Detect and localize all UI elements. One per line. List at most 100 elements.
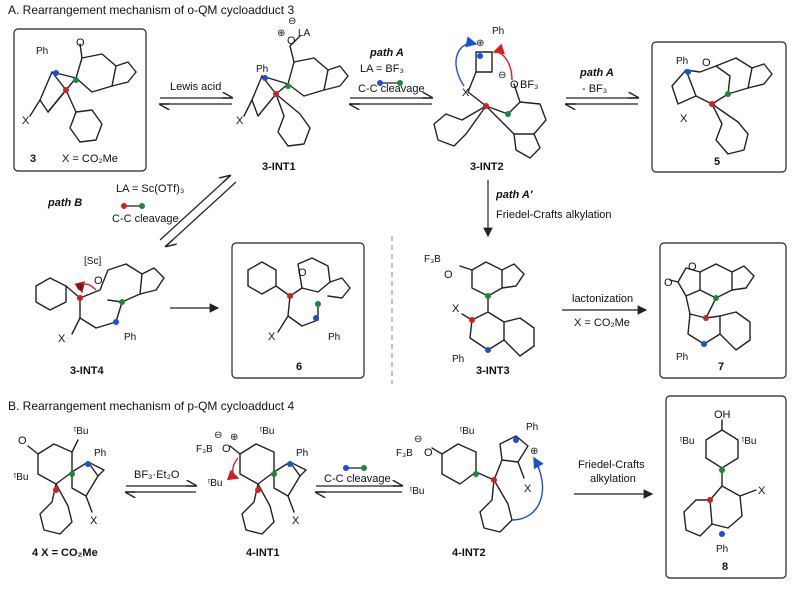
label-minus-bf3: - BF₃: [582, 83, 607, 95]
structure-4-int2: [431, 435, 544, 533]
atom-x-int3: X: [452, 303, 460, 315]
atom-tbu-b-int2b: ᵗBu: [410, 486, 424, 497]
atom-x-3: X: [22, 115, 30, 127]
atom-x-b-int1: X: [292, 515, 300, 527]
atom-ph-8: Ph: [716, 544, 728, 555]
label-lewis-acid: Lewis acid: [170, 81, 221, 93]
atom-f3b-b-int2: F₃B: [396, 448, 413, 459]
section-a-title: A. Rearrangement mechanism of o-QM cyclo…: [8, 3, 294, 17]
atom-x-4: X: [90, 515, 98, 527]
atom-o-4: O: [18, 435, 27, 447]
label-3-int3: 3-INT3: [476, 365, 510, 377]
atom-tbu-4a: ᵗBu: [74, 426, 88, 437]
atom-o-5: O: [702, 57, 711, 69]
atom-tbu-4b: ᵗBu: [14, 472, 28, 483]
label-path-a-prime: path A′: [495, 189, 534, 201]
atom-f3b-int3: F₃B: [424, 254, 441, 265]
label-la-sc: LA = Sc(OTf)₃: [116, 183, 184, 195]
atom-ph-6: Ph: [328, 332, 340, 343]
label-compound-4: 4 X = CO₂Me: [32, 547, 98, 559]
label-fc-line1: Friedel-Crafts: [578, 459, 645, 471]
atom-o-b-int2: O: [424, 447, 433, 459]
label-4-int2: 4-INT2: [452, 547, 486, 559]
label-3-int2: 3-INT2: [470, 161, 504, 173]
atom-o-int4: O: [94, 275, 103, 287]
charge-minus-b-int1: ⊖: [214, 430, 222, 441]
label-friedel: Friedel-Crafts alkylation: [496, 209, 612, 221]
label-cc-cleavage-b: C-C cleavage: [112, 213, 179, 225]
label-3-int1: 3-INT1: [262, 161, 296, 173]
atom-o-7-ring: O: [688, 261, 697, 273]
label-4-int1: 4-INT1: [246, 547, 280, 559]
label-compound-7: 7: [718, 361, 724, 373]
charge-minus-int1: ⊖: [288, 16, 296, 27]
box-compound-5: [651, 41, 787, 173]
label-lactonization: lactonization: [572, 293, 633, 305]
atom-la-int1: LA: [298, 28, 311, 39]
box-compound-3: [13, 28, 147, 172]
atom-ph-5: Ph: [676, 56, 688, 67]
atom-ph-4: Ph: [94, 448, 106, 459]
atom-o-int1: O: [287, 35, 296, 47]
label-path-a-2: path A: [579, 67, 614, 79]
label-fc-line2: alkylation: [590, 473, 636, 485]
atom-sc-int4: [Sc]: [84, 256, 101, 267]
eq-arrow-forward-b: [159, 176, 230, 241]
eq-arrow-back-b: [166, 181, 237, 246]
charge-plus-int4: ⊕: [76, 282, 84, 293]
atom-x-8: X: [758, 485, 766, 497]
atom-oh-8: OH: [714, 409, 731, 421]
atom-o-int3: O: [444, 269, 453, 281]
structure-4-int1: [226, 443, 307, 535]
label-compound-3: 3: [30, 153, 36, 165]
label-compound-8: 8: [722, 561, 728, 573]
label-3-x: X = CO₂Me: [62, 153, 118, 165]
atom-x-b-int2: X: [524, 483, 532, 495]
atom-x-5: X: [680, 113, 688, 125]
label-path-b: path B: [47, 197, 82, 209]
atom-f3b-b-int1: F₃B: [196, 444, 213, 455]
atom-o-6: O: [298, 267, 307, 279]
box-compound-7: [659, 242, 787, 379]
atom-o-b-int1: O: [222, 443, 231, 455]
atom-x-6: X: [268, 331, 276, 343]
atom-ph-3: Ph: [36, 46, 48, 57]
structure-3: [29, 43, 137, 143]
box-compound-8: [665, 395, 787, 579]
section-b-title: B. Rearrangement mechanism of p-QM cyclo…: [8, 399, 294, 413]
label-lact-x: X = CO₂Me: [574, 317, 630, 329]
atom-x-int4: X: [58, 333, 66, 345]
charge-plus-b-int1: ⊕: [230, 432, 238, 443]
atom-x-int2: X: [462, 87, 470, 99]
box-compound-6: [231, 242, 365, 379]
atom-o-7-carbonyl: O: [664, 277, 673, 289]
atom-tbu-8a: ᵗBu: [680, 436, 694, 447]
structure-3-int2: [433, 36, 547, 159]
atom-ph-b-int2: Ph: [526, 422, 538, 433]
label-compound-6: 6: [296, 361, 302, 373]
atom-tbu-b-int2a: ᵗBu: [460, 426, 474, 437]
structure-5: [671, 57, 773, 155]
atom-ph-7: Ph: [676, 352, 688, 363]
atom-tbu-b-int1b: ᵗBu: [208, 478, 222, 489]
structure-3-int1: [243, 35, 349, 147]
charge-plus-int2: ⊕: [476, 38, 484, 49]
label-la-bf3: LA = BF₃: [360, 63, 404, 75]
atom-tbu-b-int1a: ᵗBu: [260, 426, 274, 437]
structure-6: [247, 257, 351, 333]
charge-minus-b-int2: ⊖: [414, 434, 422, 445]
charge-plus-int1: ⊕: [277, 28, 285, 39]
label-3-int4: 3-INT4: [70, 365, 105, 377]
atom-ph-int1: Ph: [256, 64, 268, 75]
atom-o-int2: O: [510, 79, 519, 91]
atom-ph-b-int1: Ph: [296, 448, 308, 459]
structure-3-int4: [35, 263, 165, 335]
label-compound-5: 5: [714, 156, 720, 168]
structure-4: [27, 439, 105, 535]
atom-ph-int2: Ph: [492, 26, 504, 37]
atom-bf3-int2: BF₃: [520, 79, 539, 91]
atom-ph-int4: Ph: [124, 332, 136, 343]
label-cc-cleavage-p: C-C cleavage: [324, 473, 391, 485]
structure-7: [669, 263, 755, 351]
